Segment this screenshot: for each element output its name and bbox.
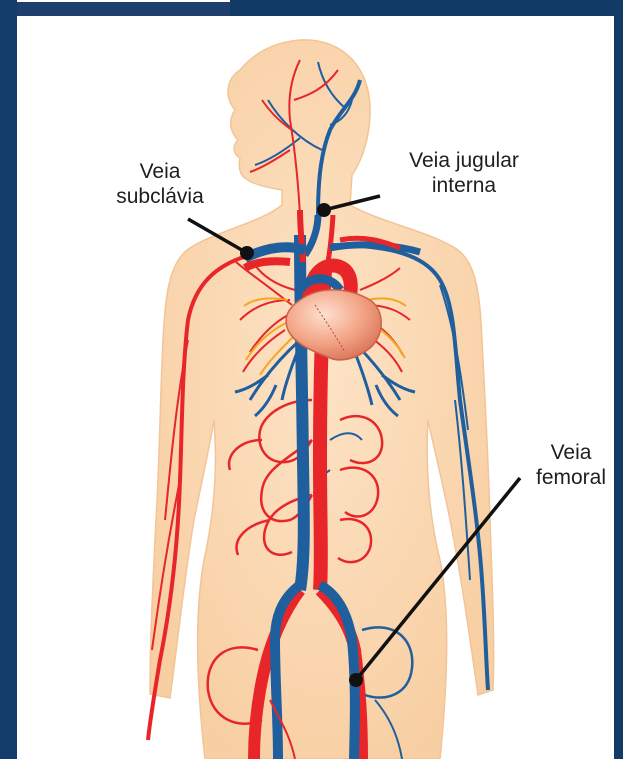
label-subclavia-line1: Veia [98, 159, 222, 184]
circulatory-system-illustration [17, 16, 614, 759]
label-femoral-line1: Veia [526, 440, 616, 465]
marker-femoral [349, 673, 363, 687]
label-jugular-line1: Veia jugular [386, 148, 542, 173]
frame-right-border [614, 0, 623, 759]
label-subclavia-line2: subclávia [98, 184, 222, 209]
label-femoral: Veia femoral [526, 440, 616, 490]
frame-left-border [0, 0, 17, 759]
label-jugular-line2: interna [386, 173, 542, 198]
marker-jugular [317, 203, 331, 217]
label-femoral-line2: femoral [526, 465, 616, 490]
frame-top-border [0, 0, 623, 16]
label-subclavia: Veia subclávia [98, 159, 222, 209]
marker-subclavia [240, 246, 254, 260]
label-jugular: Veia jugular interna [386, 148, 542, 198]
